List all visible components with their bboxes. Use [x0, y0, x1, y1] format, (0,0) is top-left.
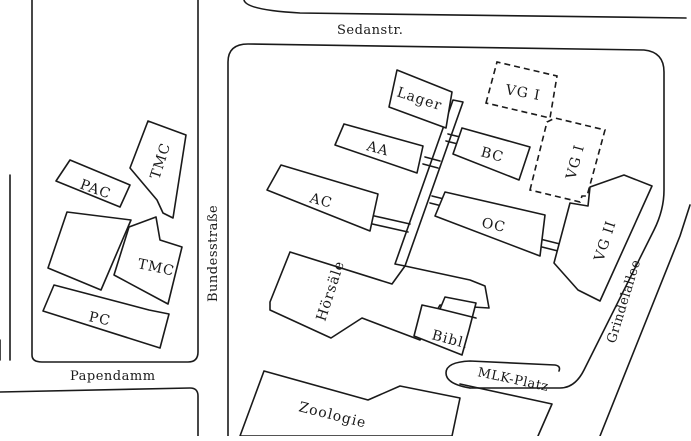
building-bibl: [413, 296, 477, 356]
street-label-papendamm: Papendamm: [70, 369, 156, 384]
building-vg1-top: [485, 61, 558, 119]
building-vg2: [553, 174, 653, 302]
building-ac: [266, 164, 379, 232]
campus-buildings: [239, 69, 653, 437]
label-bc: BC: [479, 144, 506, 165]
street-label-bundesstrasse: Bundesstraße: [206, 205, 221, 302]
building-bc: [452, 127, 531, 181]
street-label-sedanstr: Sedanstr.: [337, 23, 403, 38]
building-pc-annex: [47, 211, 132, 291]
building-aa: [334, 123, 424, 174]
label-aa: AA: [364, 138, 391, 159]
central-corridor: [394, 99, 464, 267]
building-vg1-right: [529, 117, 606, 203]
building-lager: [388, 69, 453, 129]
building-hoersaele: [269, 251, 490, 341]
planned-buildings: [485, 61, 606, 203]
label-vg1-right: VG I: [563, 143, 588, 182]
building-tmc-top: [129, 120, 187, 219]
left-block-buildings: [42, 120, 187, 349]
label-ac: AC: [307, 190, 334, 212]
label-oc: OC: [480, 215, 507, 236]
building-pac: [55, 159, 131, 208]
label-pc: PC: [87, 309, 112, 329]
building-tmc-bottom: [113, 216, 183, 305]
building-pc: [42, 284, 170, 349]
building-oc: [434, 191, 546, 257]
label-vg1-top: VG I: [503, 82, 542, 104]
label-tmc-bottom: TMC: [136, 256, 176, 279]
